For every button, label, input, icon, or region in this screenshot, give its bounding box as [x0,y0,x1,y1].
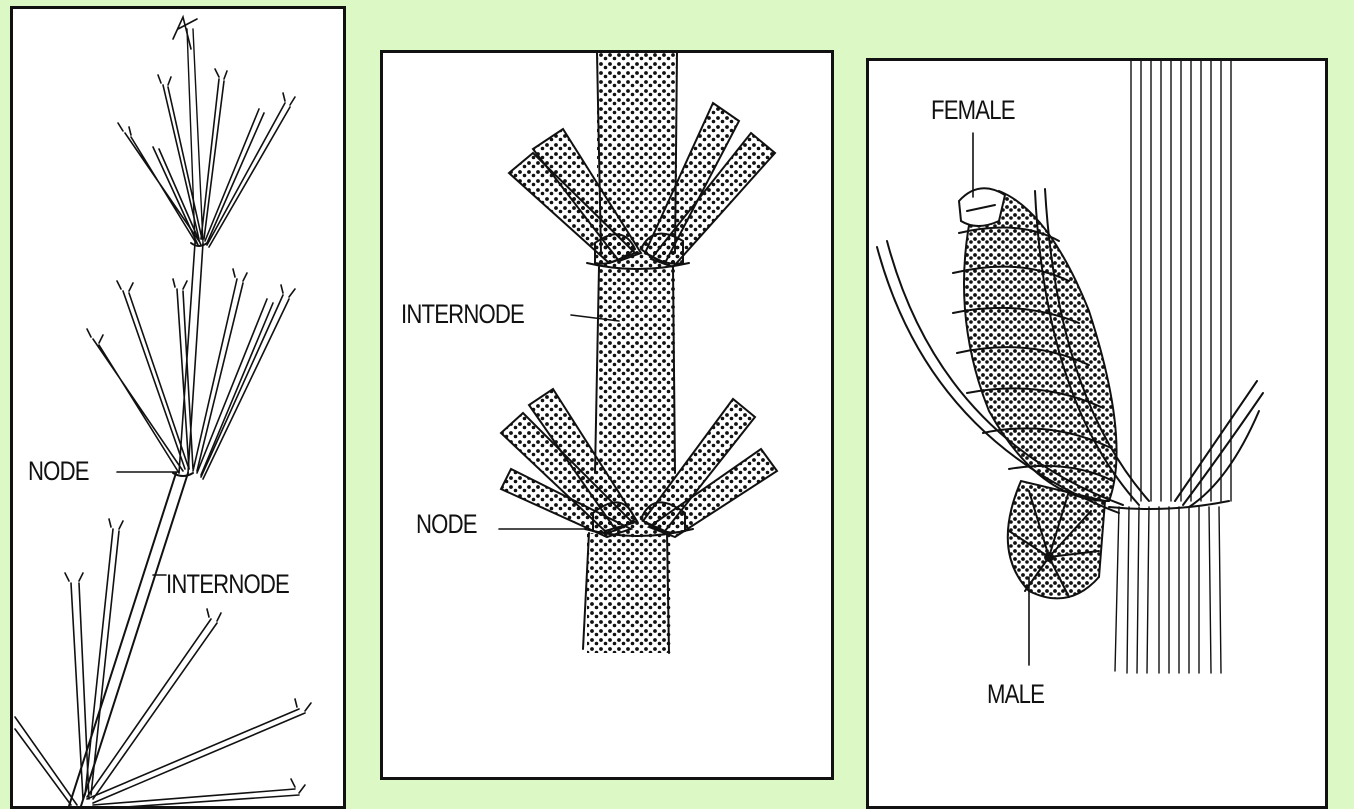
shoot-drawing [13,9,343,806]
diagram-panel-whole-shoot: NODE INTERNODE [10,6,346,809]
node-label: NODE [416,511,477,538]
stem-closeup-drawing [383,53,831,777]
female-label: FEMALE [931,97,1015,124]
diagram-panel-reproductive: FEMALE MALE [866,58,1328,809]
internode-label: INTERNODE [166,571,289,598]
internode-label: INTERNODE [401,301,524,328]
male-label: MALE [987,681,1044,708]
node-label: NODE [28,458,89,485]
diagram-panel-stem-closeup: INTERNODE NODE [380,50,834,780]
reproductive-drawing [869,61,1325,806]
